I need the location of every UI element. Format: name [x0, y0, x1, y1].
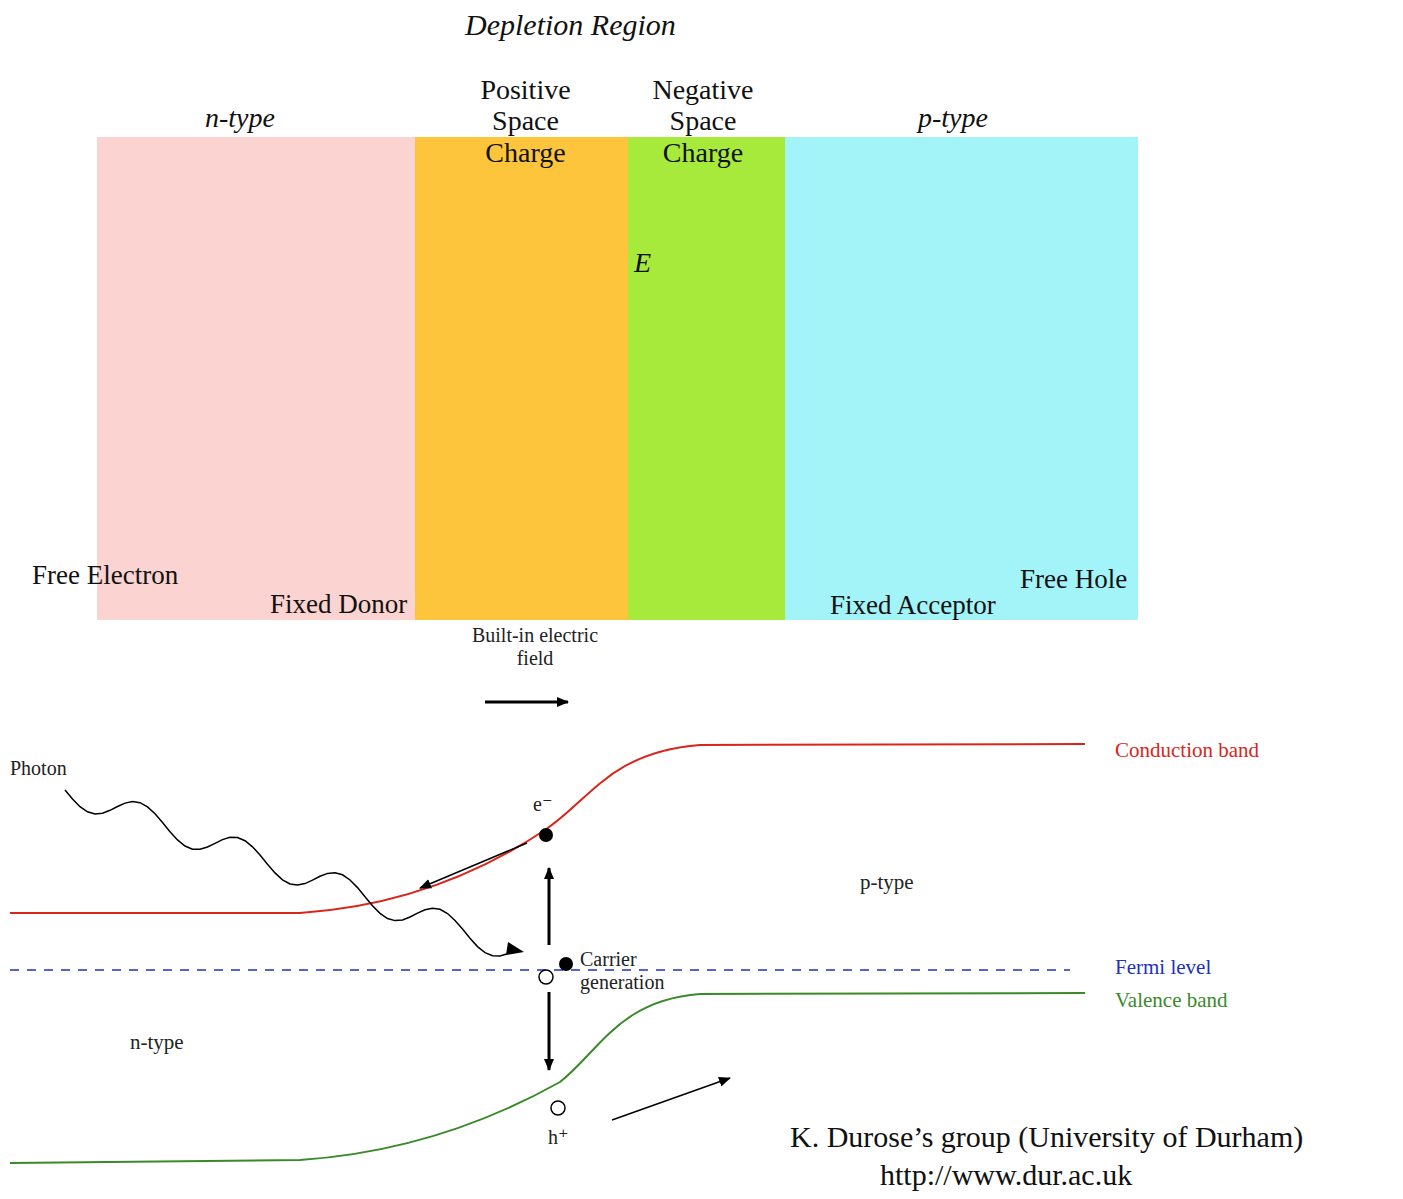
n-type-region: n-type — [97, 137, 415, 620]
callout-label: Fixed Donor — [270, 589, 407, 620]
carrier-label: e⁻ — [533, 793, 552, 816]
photon-label: Photon — [10, 757, 67, 780]
field-label: Built-in electric field — [460, 624, 610, 670]
generation-arrow — [548, 868, 551, 945]
region-label: Positive Space Charge — [463, 74, 588, 168]
fermi-level — [10, 969, 1070, 971]
band-label: Valence band — [1115, 988, 1228, 1012]
process-label: Carrier generation — [580, 948, 690, 994]
credit-note: K. Durose’s group (University of Durham) — [790, 1120, 1303, 1155]
band-label: Conduction band — [1115, 738, 1259, 762]
negative-space-charge: Negative Space Charge — [628, 137, 785, 620]
electron-dot — [559, 957, 573, 971]
callout-label: Free Hole — [1020, 564, 1127, 595]
callout-label: Fixed Acceptor — [830, 590, 996, 621]
generation-arrow — [548, 992, 551, 1070]
hole-dot — [551, 1101, 565, 1115]
field-arrow — [485, 701, 568, 704]
hole-dot — [539, 970, 553, 984]
band-label: Fermi level — [1115, 955, 1211, 979]
url-note: http://www.dur.ac.uk — [880, 1158, 1132, 1193]
photon-head — [506, 942, 524, 955]
photon-wave — [65, 790, 515, 956]
electron-dot — [539, 828, 553, 842]
positive-space-charge: Positive Space Charge — [415, 137, 628, 620]
callout-label: Free Electron — [32, 560, 178, 591]
carrier-label: h⁺ — [548, 1126, 569, 1149]
region-label: n-type — [130, 1030, 184, 1054]
drift-arrow — [420, 843, 527, 888]
field-label: E — [634, 247, 651, 279]
region-label: n-type — [205, 102, 305, 133]
region-label: Negative Space Charge — [628, 74, 778, 168]
diagram-title: Depletion Region — [465, 8, 676, 43]
region-label: p-type — [918, 102, 1018, 133]
drift-arrow — [612, 1078, 730, 1120]
p-type-region: p-type — [785, 137, 1138, 620]
region-label: p-type — [860, 870, 914, 894]
